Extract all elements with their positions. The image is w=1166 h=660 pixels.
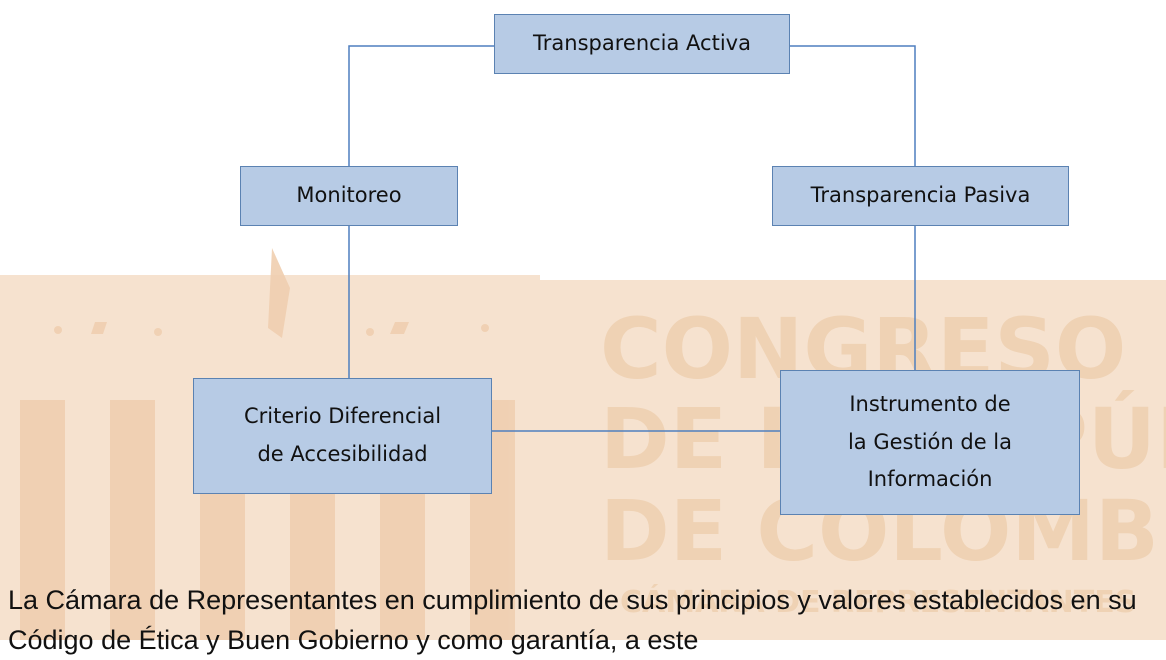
node-monitoreo: Monitoreo — [240, 166, 458, 226]
node-transparencia-activa: Transparencia Activa — [494, 14, 790, 74]
node-label: Instrumento de la Gestión de la Informac… — [847, 391, 1013, 492]
body-paragraph: La Cámara de Representantes en cumplimie… — [8, 585, 1137, 655]
watermark-line-4: CÁMARA DE REPRESENTANTES — [620, 584, 1136, 620]
edge-activa-monitoreo — [348, 45, 494, 166]
node-instrumento-gestion: Instrumento de la Gestión de la Informac… — [780, 370, 1080, 515]
node-label: Monitoreo — [296, 183, 402, 208]
node-criterio-diferencial: Criterio Diferencial de Accesibilidad — [193, 378, 492, 494]
node-transparencia-pasiva: Transparencia Pasiva — [772, 166, 1069, 226]
node-label: Transparencia Activa — [533, 31, 751, 56]
node-label: Transparencia Pasiva — [810, 183, 1031, 208]
edge-activa-pasiva — [790, 45, 916, 166]
node-label: Criterio Diferencial de Accesibilidad — [243, 404, 442, 466]
diagram-connectors — [348, 45, 916, 432]
